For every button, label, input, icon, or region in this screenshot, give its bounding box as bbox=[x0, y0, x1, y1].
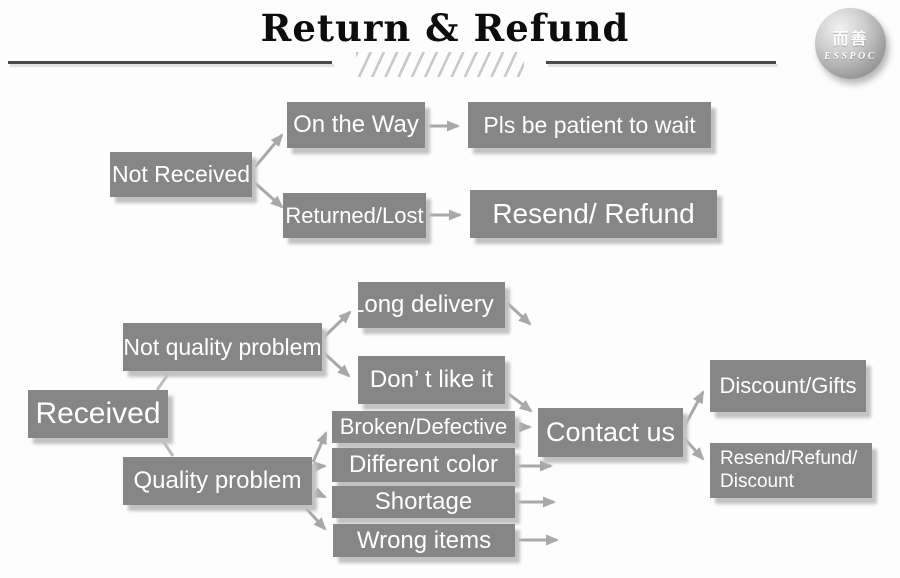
brand-logo-en-text: ESSPOC bbox=[824, 51, 877, 62]
arrow-dont-like-to-contact bbox=[505, 390, 533, 413]
header-divider-right bbox=[546, 61, 776, 64]
brand-logo-cn-text: 而善 bbox=[832, 29, 869, 48]
connector-received-to-quality bbox=[159, 437, 175, 457]
arrow-quality-to-wrong bbox=[301, 503, 327, 531]
arrow-not-quality-to-dont-like bbox=[321, 350, 351, 378]
arrow-contact-to-discount-gifts bbox=[682, 390, 705, 428]
connector-received-to-not-quality bbox=[155, 372, 171, 391]
arrow-not-received-to-returned-lost bbox=[254, 181, 284, 209]
node-quality-problem: Quality problem bbox=[123, 457, 312, 505]
header-divider-left bbox=[8, 61, 332, 64]
node-resend-refund-discount: Resend/Refund/ Discount bbox=[710, 443, 872, 498]
node-contact-us: Contact us bbox=[538, 408, 683, 457]
node-on-the-way: On the Way bbox=[287, 102, 425, 148]
node-different-color: Different color bbox=[332, 448, 515, 482]
brand-logo: 而善 ESSPOC bbox=[815, 8, 886, 79]
arrow-contact-to-resend-refund-discount bbox=[682, 436, 705, 461]
node-not-quality-problem: Not quality problem bbox=[123, 323, 322, 371]
page-title: Return & Refund bbox=[260, 6, 630, 50]
node-discount-gifts: Discount/Gifts bbox=[710, 360, 866, 412]
node-resend-refund: Resend/ Refund bbox=[470, 190, 717, 238]
arrow-long-delivery-out bbox=[504, 300, 532, 326]
node-broken-defective: Broken/Defective bbox=[332, 411, 515, 443]
node-shortage: Shortage bbox=[332, 486, 515, 518]
hatch-stripes-decoration bbox=[356, 52, 524, 77]
node-long-delivery: Long delivery bbox=[358, 282, 505, 328]
node-returned-lost: Returned/Lost bbox=[283, 193, 426, 238]
node-received: Received bbox=[28, 390, 168, 438]
arrow-not-quality-to-long-delivery bbox=[321, 310, 352, 340]
node-pls-be-patient: Pls be patient to wait bbox=[468, 102, 711, 148]
node-not-received: Not Received bbox=[110, 152, 252, 197]
arrow-not-received-to-on-the-way bbox=[253, 133, 284, 168]
arrow-quality-to-broken bbox=[311, 431, 328, 463]
node-wrong-items: Wrong items bbox=[333, 524, 515, 557]
node-dont-like-it: Don’ t like it bbox=[358, 356, 505, 404]
